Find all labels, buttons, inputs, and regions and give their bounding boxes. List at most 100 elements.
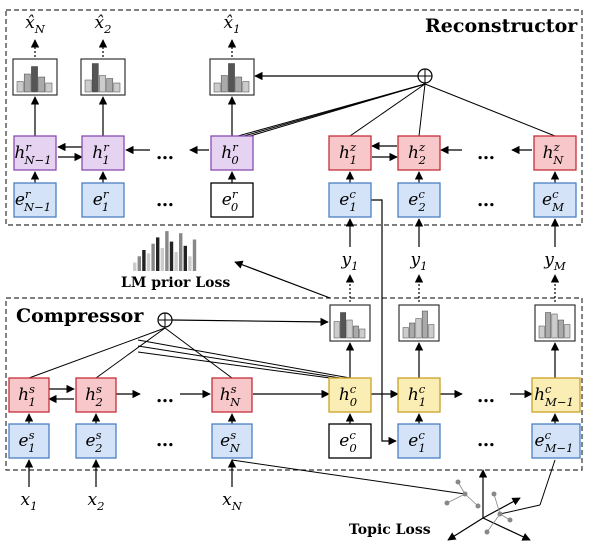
embed-cc-1 [397,423,441,459]
histogram-bar [91,63,99,93]
embed-s-2 [211,423,253,459]
topic-spoke [486,513,501,533]
histogram-bar [106,78,114,93]
embed-r-0 [13,182,57,218]
hidden-r-2 [210,135,254,171]
nodes [8,68,581,459]
topic-link [499,504,541,515]
histogram-bar [538,325,545,339]
topic-point [484,529,490,535]
ellipsis: … [477,430,495,451]
topic-point [455,479,461,485]
topic-point [475,503,481,509]
topic-spoke [464,493,479,507]
topic-link [231,459,466,495]
histogram-bar [113,82,121,93]
attention-line [424,83,556,137]
compressor-title: Compressor [16,305,144,327]
lm-prior-loss-label: LM prior Loss [121,275,230,291]
embed-r-1 [81,182,125,218]
attention-line [249,83,426,137]
topic-spoke [446,493,466,504]
embed-c-2 [533,182,577,218]
embed-c-1 [397,182,441,218]
histogram-bar [402,327,409,339]
histogram-bar [45,82,53,93]
compressor-box [5,297,583,471]
ellipsis: … [477,190,495,211]
topic-point [507,517,513,523]
math-label: yM [543,250,567,273]
histogram-bar [428,324,435,339]
attention-line [137,345,341,379]
histogram-bar [346,319,353,339]
hidden-r-1 [81,135,125,171]
lm-bar [137,256,141,271]
hidden-s-2 [211,377,253,413]
hidden-c-1 [397,377,441,413]
embed-cc-0 [328,423,372,459]
topic-axis [482,497,521,519]
topic-axis [482,517,531,541]
ellipsis: … [477,143,495,164]
hidden-z-2 [533,135,577,171]
attention-line [164,327,233,379]
embed-r-2 [210,182,254,218]
topic-point [444,500,450,506]
attention-line [349,83,426,137]
math-label: x2 [88,490,105,513]
lm-bar [192,239,197,271]
lm-bar [183,245,187,271]
hidden-s-0 [8,377,50,413]
histogram-bar [16,81,24,93]
attention-line [95,327,166,379]
histogram-bar [333,321,340,339]
copy-link [371,199,397,446]
histogram-bar [551,313,558,339]
math-label: x̂N [25,13,46,36]
connection-lines [24,39,560,515]
hidden-z-0 [328,135,372,171]
histogram-bar [23,73,31,93]
reconstructor-box [5,9,583,226]
topic-link [539,459,556,506]
lm-bar [179,233,183,271]
ellipsis: … [156,143,174,164]
lm-loss-arrow [234,260,331,299]
math-label: x1 [21,490,38,513]
lm-bar [160,247,164,271]
histograms [12,58,576,342]
math-label: y1 [341,250,359,273]
lm-bar [156,237,160,271]
lm-bar [142,250,146,271]
hidden-r-0 [13,135,57,171]
histogram-bar [242,81,250,93]
reconstructor-title: Reconstructor [425,15,578,37]
topic-point [491,491,497,497]
ellipsis: … [156,190,174,211]
attention-to-hist [171,317,329,327]
histogram-bar [220,75,228,93]
math-label: y1 [410,250,428,273]
histogram-bar [409,322,416,339]
hidden-c-2 [531,377,581,413]
attention-line [137,351,331,379]
lm-bar [146,253,151,271]
histogram-bar [213,82,221,93]
